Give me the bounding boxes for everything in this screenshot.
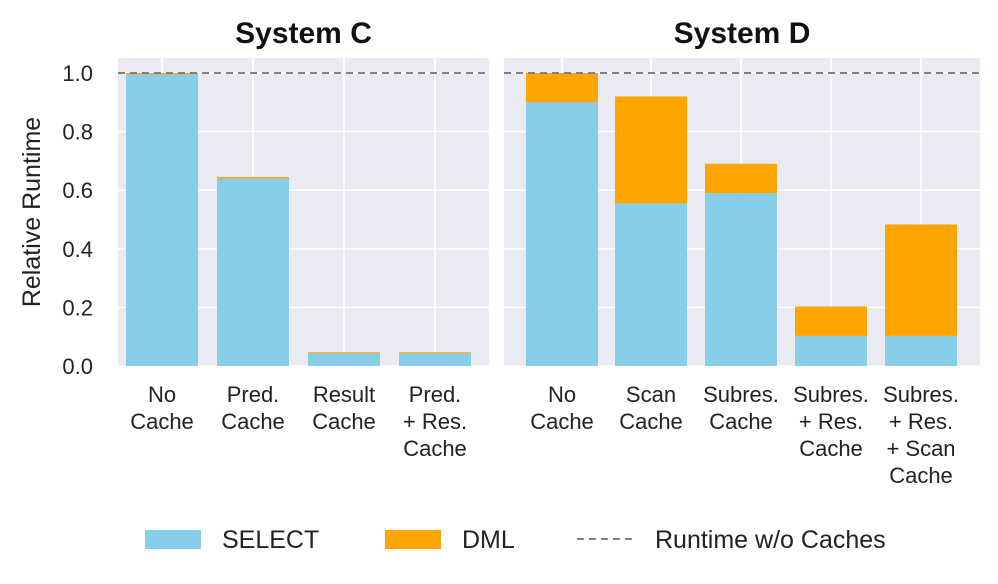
bar-select-3 [705,193,777,366]
bar-select-4 [399,353,471,366]
legend-swatch-dml [385,530,441,549]
bar-select-4 [795,335,867,366]
bar-dml-2 [217,177,289,179]
bar-dml-3 [705,163,777,194]
panel-title: System D [674,17,811,50]
bar-select-2 [217,178,289,366]
bar-dml-3 [308,352,380,354]
bar-select-2 [615,203,687,366]
y-tick-label: 0.0 [62,354,93,379]
x-tick-label: Subres.+ Res.Cache [793,382,869,461]
bar-dml-5 [885,224,957,336]
bar-select-5 [885,335,957,366]
y-tick-label: 0.6 [62,178,93,203]
bar-dml-1 [526,73,598,103]
bar-select-1 [126,74,198,366]
bar-select-1 [526,102,598,367]
bar-dml-4 [795,306,867,336]
y-tick-label: 0.8 [62,120,93,145]
legend: SELECT DML Runtime w/o Caches [145,526,886,554]
y-tick-label: 1.0 [62,61,93,86]
y-axis-label: Relative Runtime [18,117,46,307]
x-tick-label: Subres.Cache [703,382,779,434]
x-tick-label: Pred.+ Res.Cache [403,382,467,461]
bar-dml-2 [615,96,687,204]
bar-select-3 [308,353,380,366]
y-tick-label: 0.4 [62,237,93,262]
legend-label: DML [462,526,515,554]
panel-title: System C [235,17,372,50]
legend-label: SELECT [222,526,319,554]
y-tick-label: 0.2 [62,295,93,320]
legend-swatch-select [145,530,201,549]
legend-label: Runtime w/o Caches [655,526,886,554]
bar-dml-1 [126,73,198,75]
bar-dml-4 [399,352,471,354]
x-tick-label: Pred.Cache [221,382,285,434]
